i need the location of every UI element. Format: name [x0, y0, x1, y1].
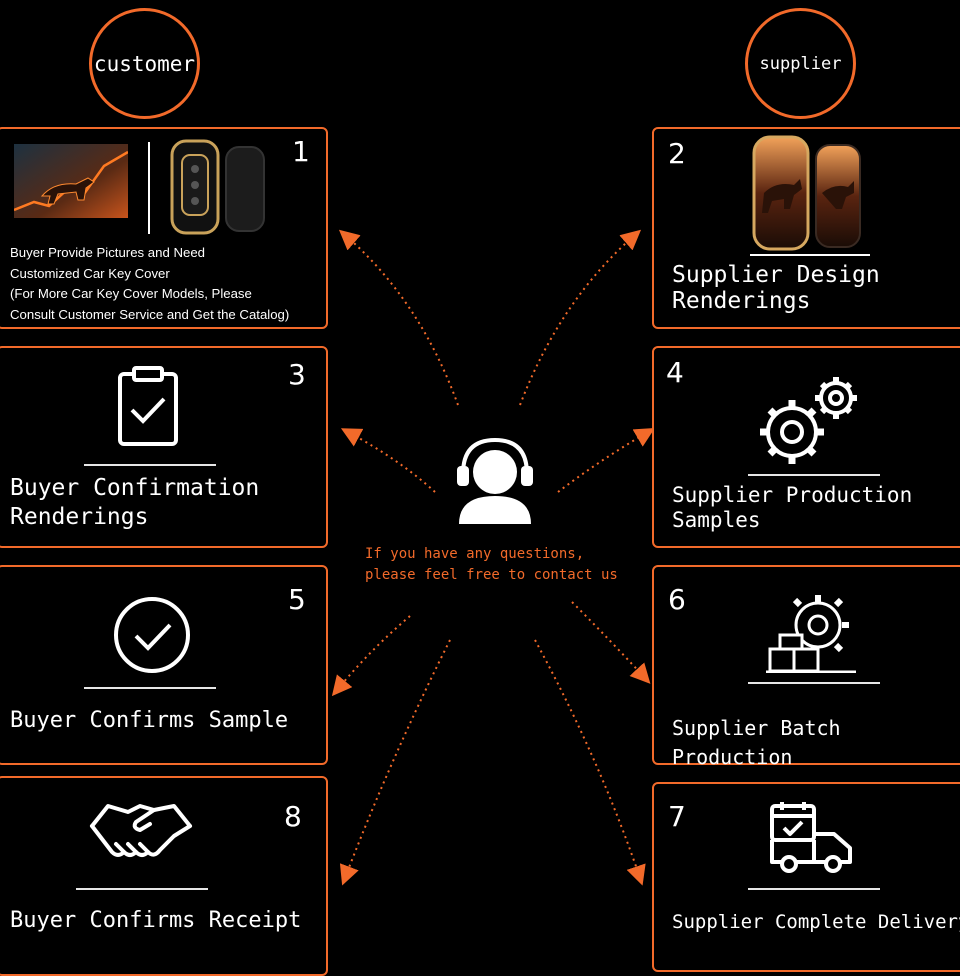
- step-5-number: 5: [288, 583, 306, 616]
- step-7-separator: [748, 888, 880, 890]
- step-1-text: Buyer Provide Pictures and Need Customiz…: [10, 245, 290, 322]
- step-8-separator: [76, 888, 208, 890]
- arrow-to-step-8: [339, 639, 451, 886]
- step-1-number: 1: [292, 135, 310, 168]
- step-1-card: 1 Buyer Provide Pictures and Need Custom…: [0, 127, 328, 329]
- step-6-title: Supplier Batch Production: [672, 716, 841, 769]
- customer-badge: customer: [89, 8, 200, 119]
- step-3-number: 3: [288, 358, 306, 391]
- arrow-to-step-1: [338, 229, 459, 406]
- step-7-number: 7: [668, 800, 686, 833]
- supplier-label: supplier: [759, 53, 842, 74]
- step-3-card: 3 Buyer Confirmation Renderings: [0, 346, 328, 548]
- step-2-card: 2 Supplier Design Renderings: [652, 127, 960, 329]
- step-8-number: 8: [284, 800, 302, 833]
- step-4-card: 4 Supplier Production Samples: [652, 346, 960, 548]
- arrow-to-step-6: [571, 601, 651, 684]
- step-6-number: 6: [668, 583, 686, 616]
- step-4-separator: [748, 474, 880, 476]
- step-5-card: 5 Buyer Confirms Sample: [0, 565, 328, 765]
- step-4-title: Supplier Production Samples: [672, 483, 913, 532]
- car-key-cover-image: [750, 133, 870, 257]
- image-divider: [148, 142, 150, 234]
- supplier-badge: supplier: [745, 8, 856, 119]
- step-5-separator: [84, 687, 216, 689]
- step-3-separator: [84, 464, 216, 466]
- step-8-card: 8 Buyer Confirms Receipt: [0, 776, 328, 976]
- step-8-title: Buyer Confirms Receipt: [10, 908, 302, 933]
- step-6-separator: [748, 682, 880, 684]
- car-key-cover-image: [168, 137, 268, 237]
- step-6-card: 6 Supplier Batch Production: [652, 565, 960, 769]
- arrow-to-step-5: [331, 615, 411, 697]
- factory-boxes-icon: [766, 589, 856, 674]
- gears-icon: [758, 374, 864, 468]
- step-2-number: 2: [668, 137, 686, 170]
- delivery-truck-icon: [766, 800, 856, 880]
- arrow-to-step-4: [557, 427, 655, 493]
- arrow-to-step-7: [534, 639, 646, 886]
- bull-image: [13, 144, 129, 218]
- step-4-number: 4: [666, 356, 684, 389]
- arrow-to-step-3: [340, 428, 436, 493]
- arrow-to-step-2: [519, 229, 642, 406]
- contact-text: If you have any questions, please feel f…: [365, 546, 618, 583]
- support-agent-icon: [455, 434, 535, 526]
- clipboard-check-icon: [110, 366, 186, 448]
- step-7-card: 7 Supplier Complete Delivery: [652, 782, 960, 972]
- check-circle-icon: [112, 595, 192, 675]
- step-5-title: Buyer Confirms Sample: [10, 708, 289, 733]
- handshake-icon: [88, 796, 194, 872]
- customer-label: customer: [93, 51, 196, 76]
- step-3-title: Buyer Confirmation Renderings: [10, 475, 260, 530]
- step-2-title: Supplier Design Renderings: [672, 262, 880, 314]
- step-7-title: Supplier Complete Delivery: [672, 911, 960, 933]
